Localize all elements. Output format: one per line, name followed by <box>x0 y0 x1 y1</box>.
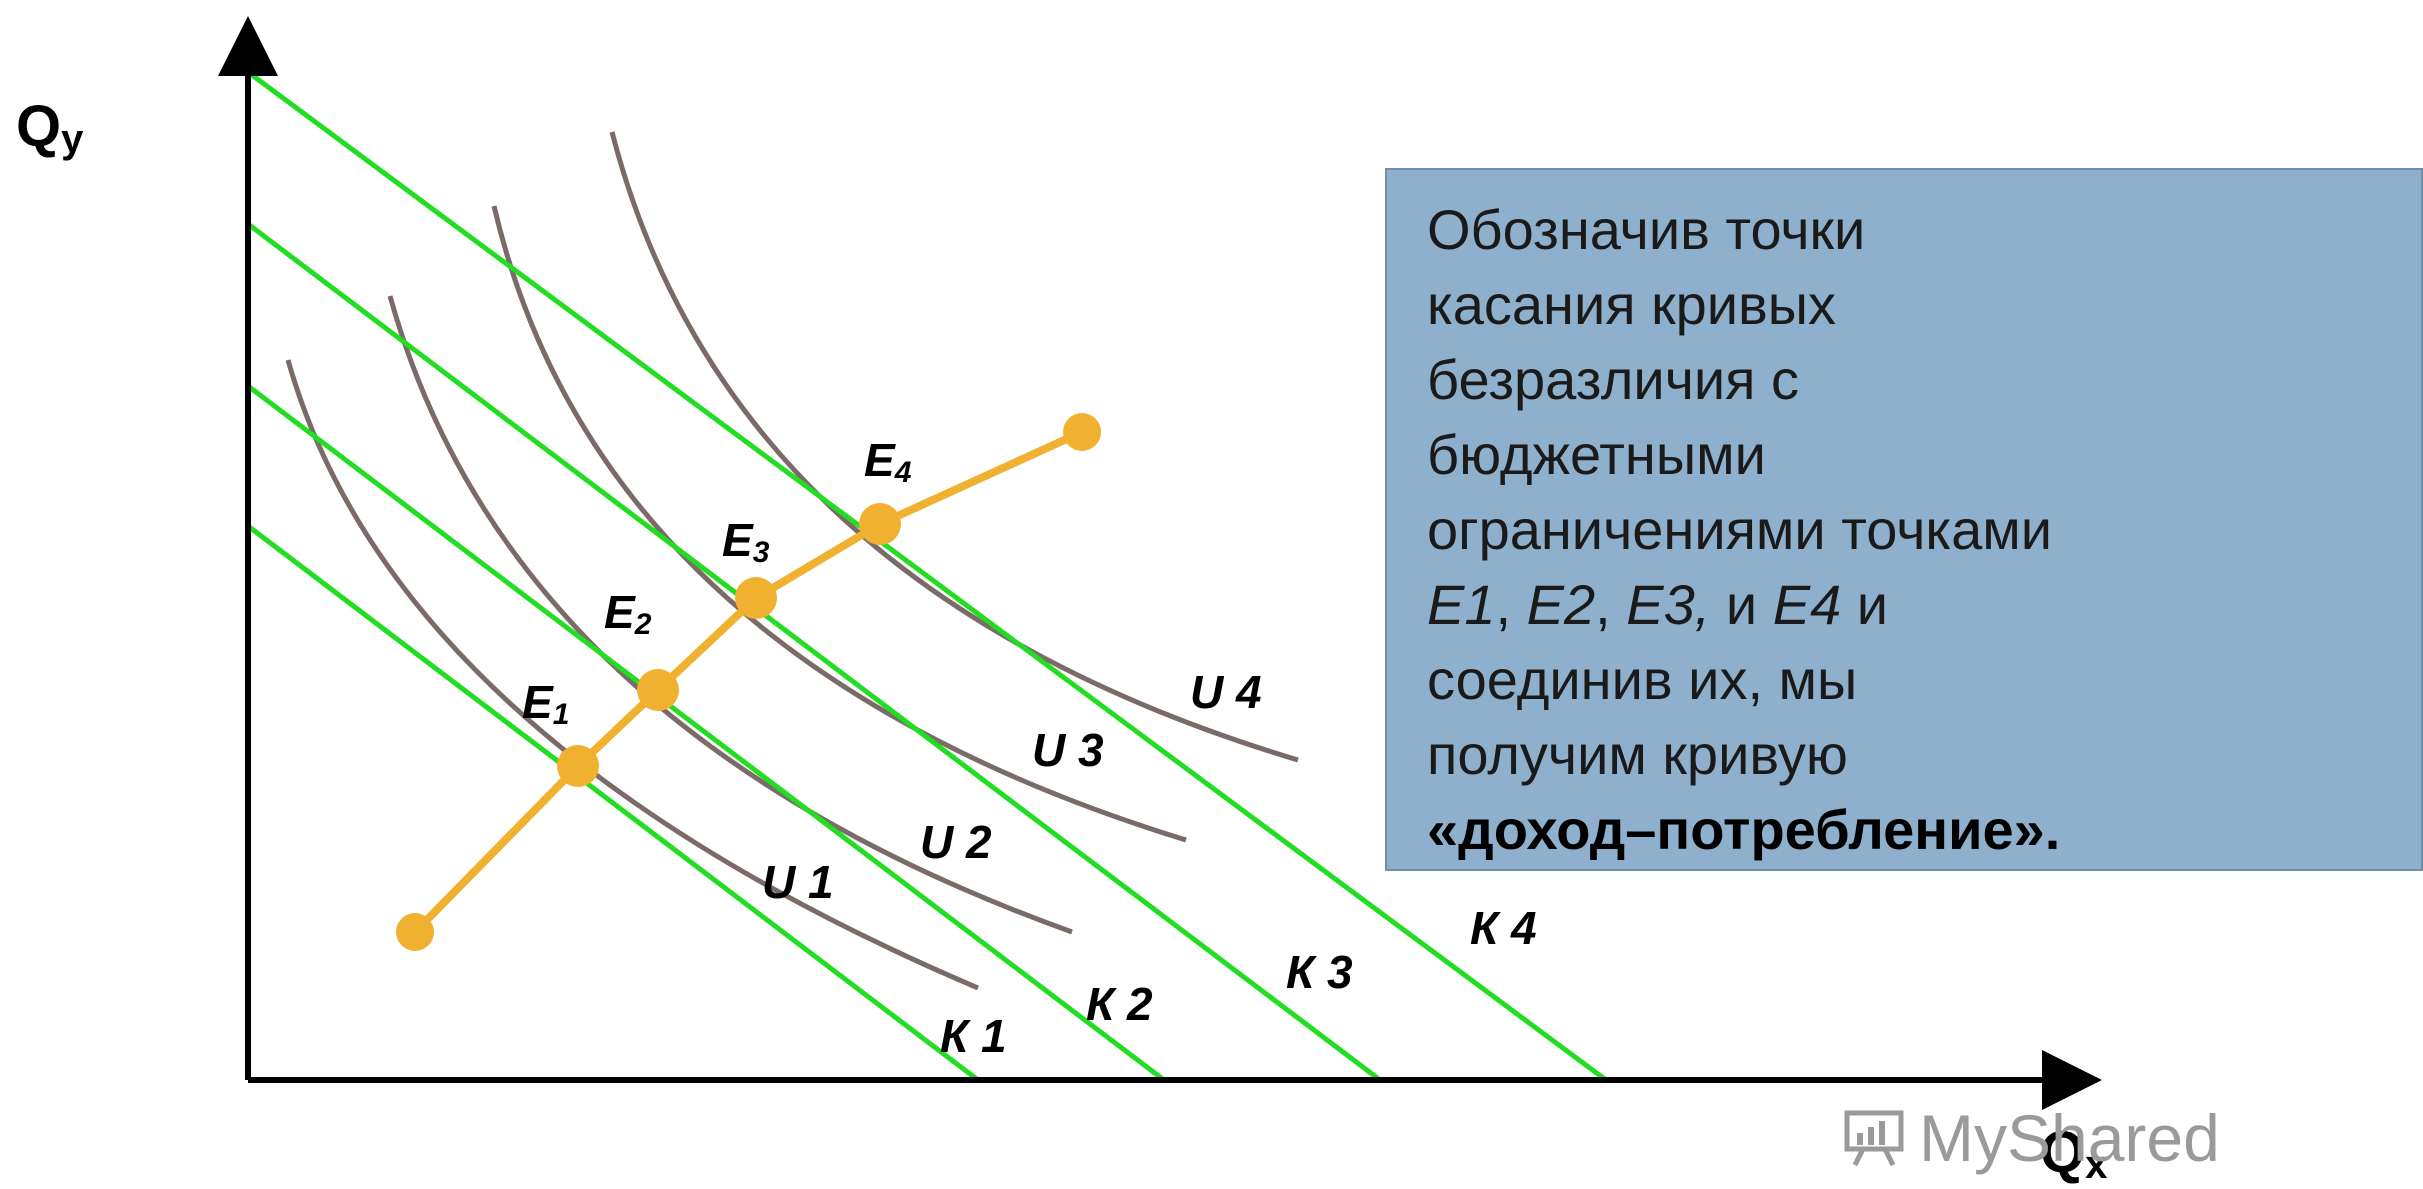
income-consumption-curve <box>412 428 1084 935</box>
note-e2: E2 <box>1526 573 1596 636</box>
note-line-points: E1, E2, E3, и E4 и <box>1427 567 2391 642</box>
indifference-curve-u1 <box>285 359 979 991</box>
indifference-curve-u4 <box>609 131 1299 763</box>
note-and: и <box>1710 573 1773 636</box>
curve-endpoint-start <box>396 913 434 951</box>
curve-label-u1: U 1 <box>762 856 834 908</box>
indifference-curve-u2 <box>387 295 1073 935</box>
budget-line-k1 <box>246 524 980 1082</box>
note-line: ограничениями точками <box>1427 498 2053 561</box>
indifference-curve-u3 <box>491 205 1187 843</box>
curve-label-u3: U 3 <box>1032 724 1104 776</box>
tangency-point-e4 <box>859 503 901 545</box>
note-line: безразличия с <box>1427 348 1800 411</box>
curve-endpoint-end <box>1063 413 1101 451</box>
explanation-box: Обозначив точки касания кривых безразлич… <box>1385 168 2423 871</box>
point-label-e4: E4 <box>864 434 912 489</box>
tangency-point-e1 <box>557 745 599 787</box>
note-line: Обозначив точки <box>1427 198 1866 261</box>
note-line: бюджетными <box>1427 423 1766 486</box>
note-line: получим кривую <box>1427 723 1848 786</box>
tangency-point-e3 <box>735 577 777 619</box>
note-conclusion: «доход–потребление». <box>1427 798 2061 861</box>
point-label-e3: E3 <box>722 514 770 569</box>
point-label-e1: E1 <box>522 676 569 731</box>
x-axis-title: Qx <box>2040 1120 2107 1187</box>
note-sep: , <box>1495 573 1527 636</box>
curve-label-u4: U 4 <box>1190 666 1262 718</box>
budget-line-k3 <box>246 222 1382 1082</box>
budget-line-k2 <box>246 384 1166 1082</box>
note-e3: E3, <box>1626 573 1711 636</box>
line-label-k3: К 3 <box>1286 946 1353 998</box>
note-line: соединив их, мы <box>1427 648 1858 711</box>
note-end: и <box>1841 573 1889 636</box>
note-e1: E1 <box>1427 573 1496 636</box>
note-sep: , <box>1595 573 1627 636</box>
tangency-point-e2 <box>637 669 679 711</box>
point-label-e2: E2 <box>604 586 652 641</box>
watermark: MyShared <box>1843 1098 2220 1178</box>
line-label-k2: К 2 <box>1086 978 1153 1030</box>
y-axis-title: Qy <box>16 94 84 161</box>
curve-label-u2: U 2 <box>920 816 992 868</box>
line-label-k4: К 4 <box>1470 902 1537 954</box>
watermark-text: MyShared <box>1919 1101 2220 1175</box>
note-line: касания кривых <box>1427 273 1837 336</box>
line-label-k1: К 1 <box>940 1010 1007 1062</box>
budget-line-k4 <box>246 69 1608 1083</box>
presentation-board-icon <box>1844 1110 1904 1167</box>
note-e4: E4 <box>1772 573 1842 636</box>
